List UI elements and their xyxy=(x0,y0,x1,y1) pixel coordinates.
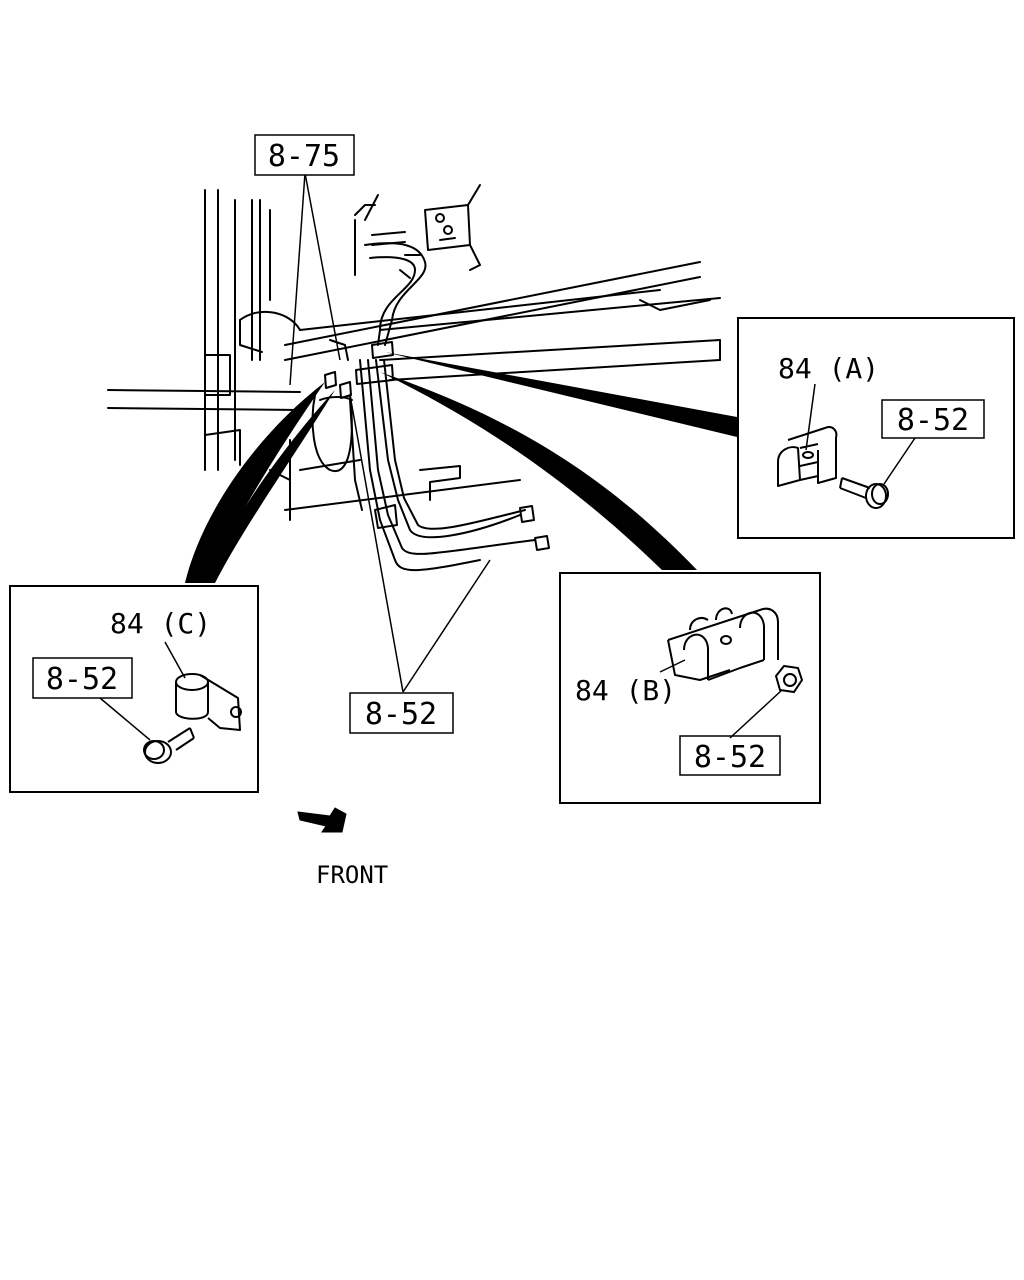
detail-a-part-label: 84 (A) xyxy=(778,352,879,385)
clamp-c-icon xyxy=(175,673,242,731)
front-label: FRONT xyxy=(316,861,388,889)
detail-c-part-label: 84 (C) xyxy=(110,607,211,640)
leader-lines xyxy=(289,172,491,693)
callout-8-75: 8-75 xyxy=(254,134,355,176)
nut-b-icon xyxy=(774,664,804,694)
clamp-a-icon xyxy=(777,426,838,487)
detail-a-ref-label: 8-52 xyxy=(897,403,969,438)
callout-8-52-main: 8-52 xyxy=(349,692,454,734)
clamp-b-icon xyxy=(667,607,779,681)
front-arrow-icon xyxy=(297,807,347,833)
callout-8-75-label: 8-75 xyxy=(268,139,340,174)
detail-c-ref-label: 8-52 xyxy=(46,662,118,697)
front-indicator: FRONT xyxy=(297,807,388,889)
callout-8-52-main-label: 8-52 xyxy=(365,697,437,732)
chassis-drawing xyxy=(107,184,721,572)
detail-a-panel: 84 (A) 8-52 xyxy=(737,317,1015,539)
detail-b-panel: 84 (B) 8-52 xyxy=(559,572,821,804)
bolt-a-icon xyxy=(839,477,889,509)
detail-b-part-label: 84 (B) xyxy=(575,674,676,707)
bolt-c-icon xyxy=(143,727,195,764)
detail-pointers xyxy=(185,352,737,583)
detail-c-panel: 84 (C) 8-52 xyxy=(9,585,259,793)
detail-b-ref-label: 8-52 xyxy=(694,740,766,775)
